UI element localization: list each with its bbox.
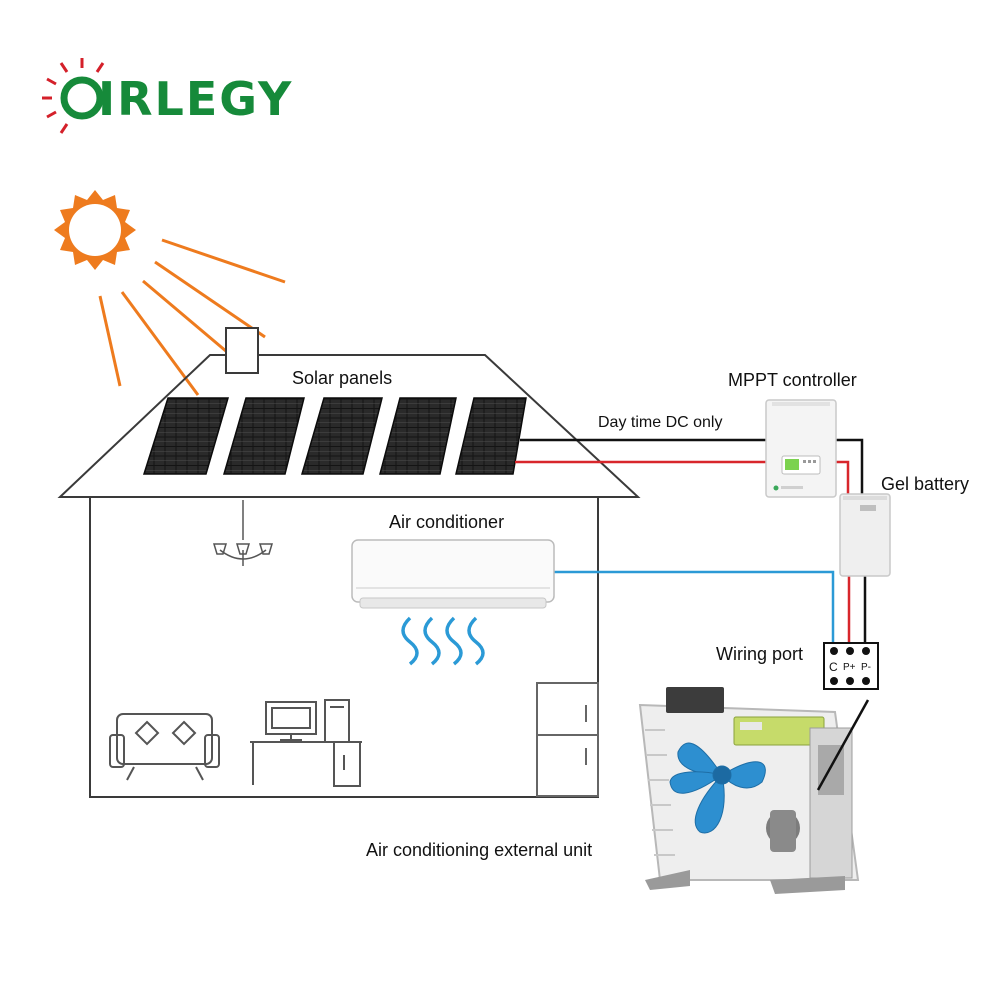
solar-panel — [301, 397, 383, 475]
negative-wire — [520, 438, 864, 494]
computer-desk-icon — [250, 699, 362, 787]
solar-panels-label: Solar panels — [292, 368, 393, 388]
gel-battery-device — [839, 493, 891, 577]
solar-panel — [142, 397, 229, 475]
air-conditioner-label: Air conditioner — [389, 512, 505, 532]
terminal-label: P+ — [843, 662, 856, 673]
terminal-label: P- — [861, 662, 871, 673]
solar-panel — [455, 397, 527, 475]
chandelier-icon — [212, 500, 274, 566]
solar-panel — [223, 397, 305, 475]
ac-signal-cable — [553, 570, 835, 644]
wiring-port-box: C P+ P- — [823, 642, 879, 690]
logo-sunburst-icon — [42, 58, 105, 134]
airflow-icon — [401, 616, 485, 666]
fridge-icon — [536, 682, 599, 797]
solar-panel — [379, 397, 457, 475]
outdoor-ac-unit — [638, 687, 860, 894]
external-unit-label: Air conditioning external unit — [366, 840, 593, 860]
panel-wires — [515, 438, 867, 644]
solar-panel-array — [142, 397, 527, 475]
indoor-ac-unit — [351, 539, 555, 609]
sun-icon — [54, 190, 136, 270]
gel-battery-label: Gel battery — [881, 474, 970, 494]
house — [57, 327, 641, 798]
sofa-icon — [109, 713, 220, 781]
fan-blade-icon — [669, 742, 766, 834]
chimney — [225, 327, 259, 374]
logo-text: IRLEGY — [98, 72, 294, 126]
house-wall — [89, 496, 599, 798]
mppt-controller-label: MPPT controller — [728, 370, 857, 390]
mppt-controller-device — [765, 399, 837, 498]
day-time-dc-label: Day time DC only — [598, 414, 723, 431]
wiring-pointer-line — [816, 699, 870, 791]
terminal-label: C — [829, 660, 838, 674]
positive-wire — [515, 460, 850, 494]
wiring-port-label: Wiring port — [716, 644, 804, 664]
